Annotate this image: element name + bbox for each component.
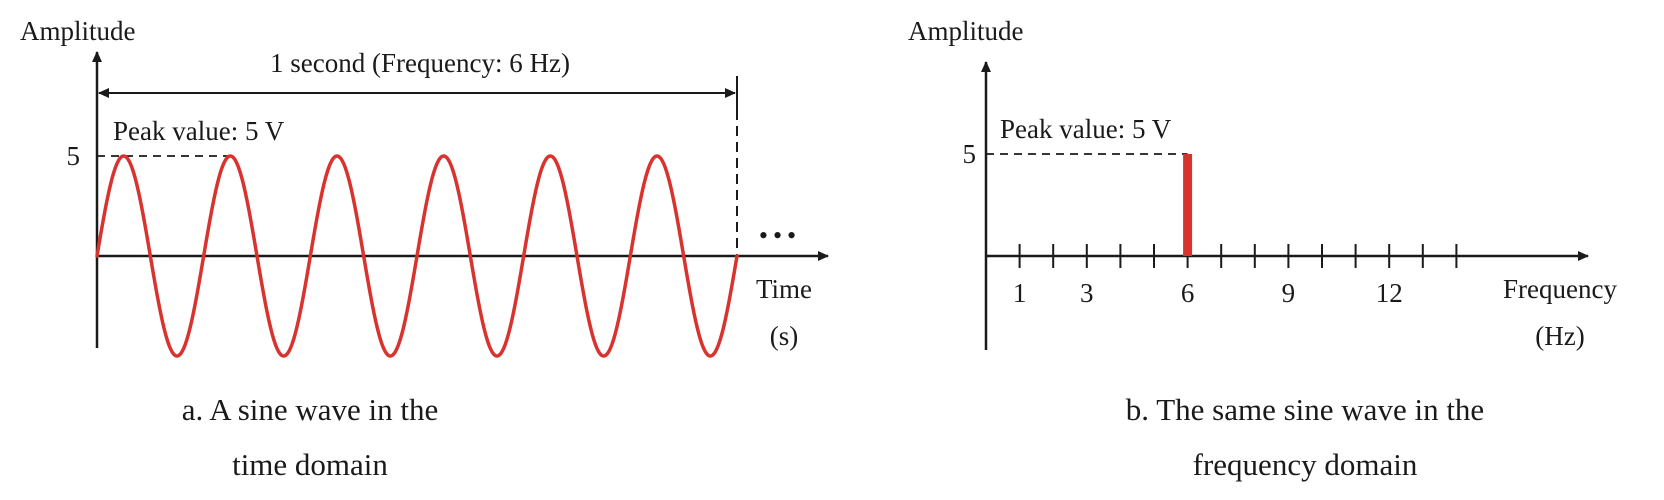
- time-span-label: 1 second (Frequency: 6 Hz): [270, 48, 570, 78]
- freq-tick-group: [1018, 244, 1458, 268]
- freq-xlabel-line1: Frequency: [1503, 274, 1617, 304]
- continuation-dots: •••: [759, 221, 801, 250]
- freq-bar-6hz: [1183, 154, 1193, 256]
- time-ylabel: Amplitude: [20, 16, 136, 46]
- time-caption-line2: time domain: [232, 447, 388, 482]
- freq-ylabel: Amplitude: [908, 16, 1024, 46]
- time-xlabel-line2: (s): [770, 321, 799, 351]
- time-peak-label: Peak value: 5 V: [113, 116, 285, 146]
- freq-tick-label-12: 12: [1376, 278, 1403, 308]
- freq-tick-label-6: 6: [1181, 278, 1195, 308]
- time-domain-panel: Amplitude 1 second (Frequency: 6 Hz) Pea…: [20, 16, 829, 482]
- freq-peak-label: Peak value: 5 V: [1000, 114, 1172, 144]
- freq-tick-label-3: 3: [1080, 278, 1094, 308]
- time-y-tick-5: 5: [67, 141, 81, 171]
- freq-xlabel-line2: (Hz): [1535, 321, 1584, 351]
- freq-y-tick-5: 5: [963, 139, 977, 169]
- freq-tick-label-group: 1 3 6 9 12: [1013, 278, 1403, 308]
- time-caption-line1: a. A sine wave in the: [182, 392, 439, 427]
- freq-tick-label-1: 1: [1013, 278, 1027, 308]
- time-xlabel-line1: Time: [756, 274, 812, 304]
- sine-wave-series: [95, 154, 739, 358]
- freq-tick-label-9: 9: [1282, 278, 1296, 308]
- freq-caption-line2: frequency domain: [1193, 447, 1418, 482]
- frequency-domain-panel: 1 3 6 9 12 Amplitude Peak value: 5 V 5 Frequ…: [908, 16, 1617, 482]
- freq-caption-line1: b. The same sine wave in the: [1126, 392, 1484, 427]
